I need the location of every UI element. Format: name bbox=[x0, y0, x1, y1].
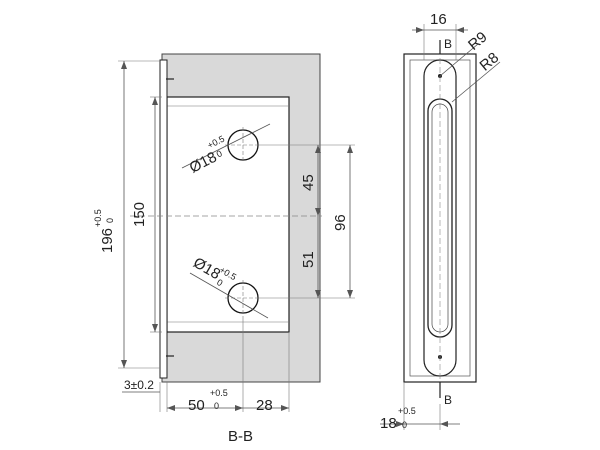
section-mark-top: B bbox=[444, 37, 452, 51]
overall-height-tol-upper: +0.5 bbox=[93, 209, 103, 227]
depth-tol-lower: 0 bbox=[402, 420, 407, 430]
flange-thickness-dim: 3±0.2 bbox=[124, 378, 154, 392]
hole-edge-offset-dim: 28 bbox=[256, 397, 273, 414]
hole-spacing-dim: 96 bbox=[332, 214, 349, 231]
top-width-dim: 16 bbox=[430, 11, 447, 28]
pocket-cavity bbox=[166, 96, 290, 333]
section-label: B-B bbox=[228, 428, 253, 445]
lower-hole-tol-lower: 0 bbox=[215, 277, 224, 288]
depth-tol-upper: +0.5 bbox=[398, 406, 416, 416]
section-view: Ø18 +0.5 0 Ø18 +0.5 0 196 +0.5 0 150 bbox=[93, 53, 355, 445]
upper-offset-dim: 45 bbox=[300, 174, 317, 191]
pocket-width-dim: 50 bbox=[188, 397, 205, 414]
lower-offset-dim: 51 bbox=[300, 251, 317, 268]
inner-height-dim: 150 bbox=[131, 202, 148, 227]
upper-hole-tol-lower: 0 bbox=[215, 148, 224, 159]
radius-small-dim: R8 bbox=[477, 49, 503, 74]
pocket-width-tol-lower: 0 bbox=[214, 401, 219, 411]
overall-height-tol-lower: 0 bbox=[105, 218, 115, 223]
side-view: 16 B B R9 R8 18 +0.5 0 bbox=[380, 11, 502, 432]
overall-height-dim: 196 bbox=[99, 228, 116, 253]
pocket-width-tol-upper: +0.5 bbox=[210, 388, 228, 398]
section-mark-bottom: B bbox=[444, 393, 452, 407]
radius-large-dim: R9 bbox=[465, 28, 491, 53]
depth-dim: 18 bbox=[380, 415, 397, 432]
flange-plate bbox=[159, 59, 168, 379]
